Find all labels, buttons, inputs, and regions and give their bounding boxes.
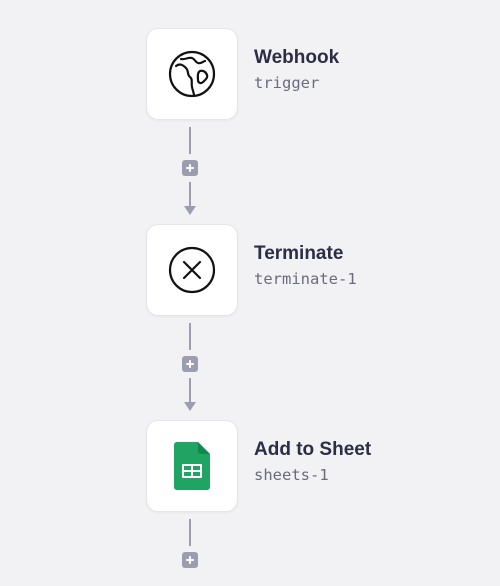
connector-line xyxy=(189,127,191,154)
add-step-button[interactable] xyxy=(182,552,198,568)
add-step-button[interactable] xyxy=(182,160,198,176)
connector-line xyxy=(189,378,191,402)
connector-line xyxy=(189,323,191,350)
step-text-webhook: Webhook trigger xyxy=(254,46,339,94)
arrow-down-icon xyxy=(184,402,196,411)
step-subtitle: sheets-1 xyxy=(254,466,329,484)
step-subtitle: terminate-1 xyxy=(254,270,357,288)
step-subtitle: trigger xyxy=(254,74,320,92)
step-text-terminate: Terminate terminate-1 xyxy=(254,242,357,290)
step-title: Webhook xyxy=(254,47,340,68)
arrow-down-icon xyxy=(184,206,196,215)
step-title: Add to Sheet xyxy=(254,439,372,460)
connector-line xyxy=(189,519,191,546)
step-text-add-to-sheet: Add to Sheet sheets-1 xyxy=(254,438,371,486)
add-step-button[interactable] xyxy=(182,356,198,372)
step-card-terminate[interactable] xyxy=(146,224,238,316)
connector-line xyxy=(189,182,191,206)
step-title: Terminate xyxy=(254,243,344,264)
step-card-add-to-sheet[interactable] xyxy=(146,420,238,512)
step-card-webhook[interactable] xyxy=(146,28,238,120)
google-sheets-icon xyxy=(174,442,210,490)
close-circle-icon xyxy=(168,246,216,294)
globe-icon xyxy=(168,50,216,98)
